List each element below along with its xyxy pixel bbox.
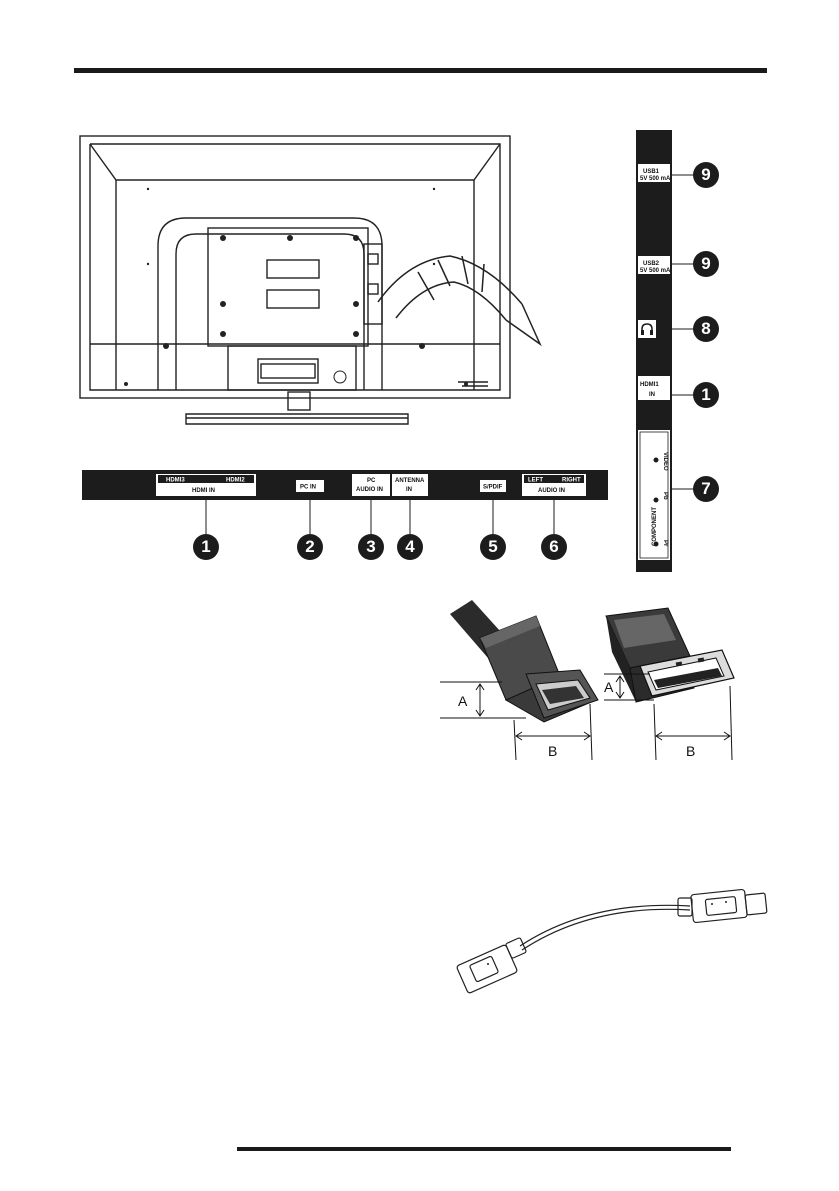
callout-5: 5 [480,534,506,560]
usb-plug-icon [605,607,735,703]
video-label: VIDEO [662,452,668,471]
callout-1b: 1 [693,382,719,408]
antenna-label-1: ANTENNA [395,478,425,484]
callout-6: 6 [541,534,567,560]
pc-in-label: PC IN [300,485,316,491]
dim-b-hdmi: B [548,743,557,759]
usb1-sub-label: 5V 500 mA [640,176,671,182]
hdmi3-label: HDMI3 [166,478,185,484]
dim-b-usb: B [686,743,695,759]
usb2-label: USB2 [643,261,660,267]
connector-dimension-figure: A B A B [440,600,735,761]
bottom-connector-panel: HDMI3 HDMI2 HDMI IN PC IN PC AUDIO IN AN… [82,470,608,500]
top-rule [74,68,767,73]
right-label: RIGHT [562,478,581,484]
callout-7: 7 [693,476,719,502]
pr-label: Pr [662,540,668,547]
callout-9a: 9 [693,162,719,188]
headphone-icon [641,323,653,335]
hdmi1-label-2: IN [649,392,655,398]
hdmi1-label-1: HDMI1 [640,382,659,388]
tv-rear-illustration [79,135,542,425]
hdmi-in-label: HDMI IN [192,488,215,494]
side-leader-lines [670,174,694,490]
audio-in-label: AUDIO IN [538,488,565,494]
pc-audio-label-1: PC [367,478,376,484]
callout-8: 8 [693,316,719,342]
usb1-label: USB1 [643,169,660,175]
callout-4: 4 [397,534,423,560]
hdmi2-label: HDMI2 [226,478,245,484]
callout-3: 3 [358,534,384,560]
callout-1: 1 [193,534,219,560]
component-label: COMPONENT [652,507,658,546]
dim-a-usb: A [604,679,614,695]
dim-a-hdmi: A [458,693,468,709]
spdif-label: S/PDIF [483,485,503,491]
pb-label: Pb [662,492,668,500]
callout-2: 2 [297,534,323,560]
bottom-rule [237,1147,731,1151]
callout-9b: 9 [693,251,719,277]
pc-audio-label-2: AUDIO IN [356,487,383,493]
antenna-label-2: IN [406,487,412,493]
usb-extension-cable-icon [456,888,768,994]
usb2-sub-label: 5V 500 mA [640,268,671,274]
hdmi-plug-icon [450,600,599,723]
bottom-leader-lines [205,500,555,534]
left-label: LEFT [528,478,543,484]
